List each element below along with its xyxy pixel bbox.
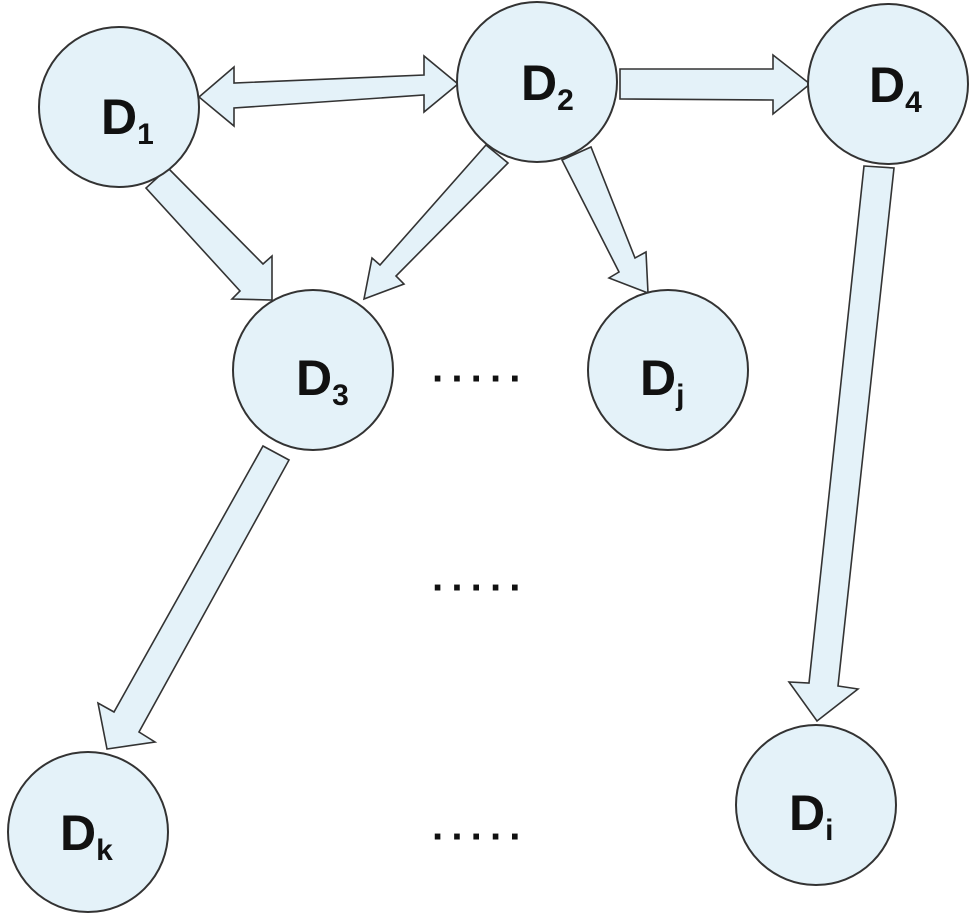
ellipsis-layer: ····· ····· ····· — [432, 357, 529, 859]
node-dk-circle — [7, 751, 169, 913]
node-dj: Dj — [587, 289, 749, 451]
node-d3-label: D3 — [296, 350, 349, 412]
node-di: Di — [735, 724, 897, 886]
node-d2-main: D — [521, 55, 557, 111]
node-d1: D1 — [38, 26, 200, 188]
node-di-subscript: i — [825, 814, 833, 847]
nodes-layer: D1 D2 D4 D3 Dj — [7, 1, 969, 913]
ellipsis-row-2: ····· — [432, 566, 529, 610]
arrow-d2-to-dj — [560, 145, 649, 295]
node-dj-label: Dj — [640, 350, 684, 412]
node-d4-circle — [807, 3, 969, 165]
node-d1-circle — [38, 26, 200, 188]
node-d3-subscript: 3 — [332, 379, 349, 412]
node-d4-main: D — [869, 57, 905, 113]
arrow-d2-to-d3 — [362, 143, 510, 301]
node-di-main: D — [789, 785, 825, 841]
node-dk: Dk — [7, 751, 169, 913]
arrow-d3-to-dk — [96, 444, 291, 750]
node-d1-label: D1 — [101, 89, 154, 151]
node-dj-subscript: j — [675, 379, 684, 412]
ellipsis-row-3: ····· — [432, 815, 529, 859]
node-d2-subscript: 2 — [557, 84, 574, 117]
node-d2-circle — [456, 1, 618, 163]
node-d2: D2 — [456, 1, 618, 163]
arrow-d4-to-di — [787, 165, 895, 723]
node-dk-subscript: k — [96, 834, 113, 867]
node-d4-label: D4 — [869, 57, 922, 119]
arrow-d1-to-d3 — [144, 166, 273, 301]
node-d2-label: D2 — [521, 55, 574, 117]
node-di-circle — [735, 724, 897, 886]
node-d3-main: D — [296, 350, 332, 406]
node-dk-main: D — [60, 805, 96, 861]
node-dj-main: D — [640, 350, 676, 406]
node-dj-circle — [587, 289, 749, 451]
node-d1-main: D — [101, 89, 137, 145]
node-dk-label: Dk — [60, 805, 113, 867]
node-d4-subscript: 4 — [905, 86, 922, 119]
arrow-d1-d2-bidirectional — [197, 54, 460, 128]
ellipsis-row-1: ····· — [432, 357, 529, 401]
arrows-layer — [96, 53, 895, 750]
node-d3-circle — [232, 289, 394, 451]
node-d3: D3 — [232, 289, 394, 451]
node-di-label: Di — [789, 785, 833, 847]
node-d1-subscript: 1 — [137, 118, 154, 151]
node-d4: D4 — [807, 3, 969, 165]
arrow-d2-to-d4 — [619, 53, 812, 116]
